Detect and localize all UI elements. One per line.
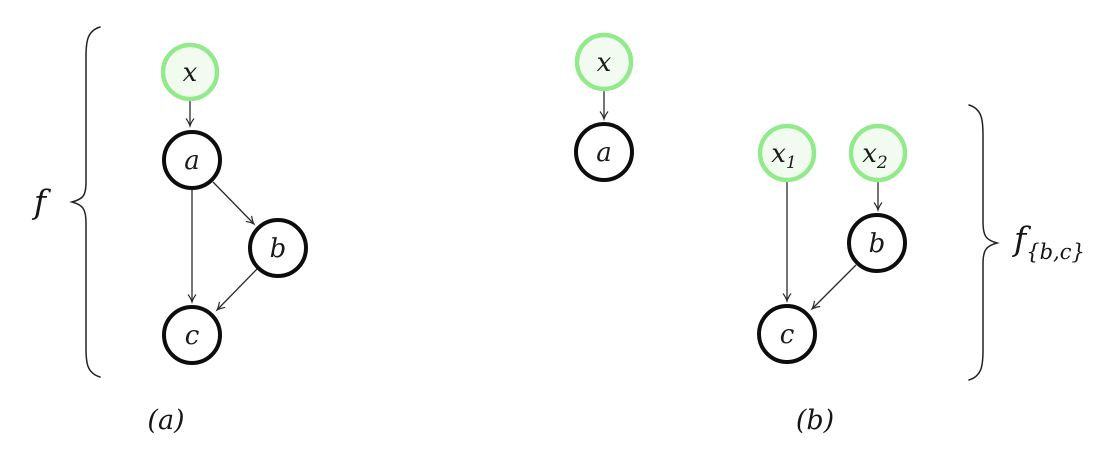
node-circle bbox=[248, 218, 308, 278]
node-label: x bbox=[183, 58, 198, 88]
node-label: c bbox=[185, 321, 200, 351]
panel-a-node-x: x bbox=[160, 42, 220, 102]
node-circle bbox=[162, 130, 222, 190]
node-label: b bbox=[270, 234, 287, 264]
node-label: x bbox=[597, 48, 612, 78]
panel-b-caption: (b) bbox=[796, 405, 834, 436]
panel-a-node-a: a bbox=[162, 130, 222, 190]
input-node-circle bbox=[757, 123, 817, 183]
input-node-circle bbox=[848, 123, 908, 183]
node-circle bbox=[847, 213, 907, 273]
node-label-base: x bbox=[771, 139, 786, 169]
brace-label-subscript: {b,c} bbox=[1026, 240, 1085, 264]
panel-b-node-c: c bbox=[757, 304, 817, 364]
input-node-circle bbox=[574, 32, 634, 92]
node-circle bbox=[574, 122, 634, 182]
panel-a-node-b: b bbox=[248, 218, 308, 278]
node-label: c bbox=[780, 320, 795, 350]
node-label: x1 bbox=[771, 139, 797, 173]
panel-b-node-x2: x2 bbox=[848, 123, 908, 183]
panel-a-brace-label: f bbox=[31, 182, 52, 221]
edge-a-b bbox=[212, 181, 256, 226]
edge-b-c bbox=[215, 268, 258, 312]
node-label: x2 bbox=[862, 139, 888, 173]
node-circle bbox=[757, 304, 817, 364]
panel-a-caption: (a) bbox=[147, 405, 184, 436]
node-label-subscript: 2 bbox=[876, 153, 888, 173]
panel-b-brace bbox=[968, 104, 1000, 381]
edge-b-c bbox=[810, 264, 857, 311]
node-label: a bbox=[184, 146, 200, 176]
panel-b-node-b: b bbox=[847, 213, 907, 273]
panel-b-node-x1: x1 bbox=[757, 123, 817, 183]
panel-b-brace-label: f{b,c} bbox=[1011, 219, 1085, 264]
panel-b-node-x: x bbox=[574, 32, 634, 92]
node-label-base: x bbox=[862, 139, 877, 169]
panel-a-brace bbox=[69, 26, 101, 378]
node-circle bbox=[162, 305, 222, 365]
input-node-circle bbox=[160, 42, 220, 102]
node-label: b bbox=[869, 229, 886, 259]
panel-a: f x a b c (a) bbox=[31, 26, 308, 436]
node-label-subscript: 1 bbox=[786, 153, 797, 173]
node-label: a bbox=[596, 138, 612, 168]
panel-a-node-c: c bbox=[162, 305, 222, 365]
panel-b: x a x1 x2 b c bbox=[574, 32, 1085, 436]
panel-b-node-a: a bbox=[574, 122, 634, 182]
